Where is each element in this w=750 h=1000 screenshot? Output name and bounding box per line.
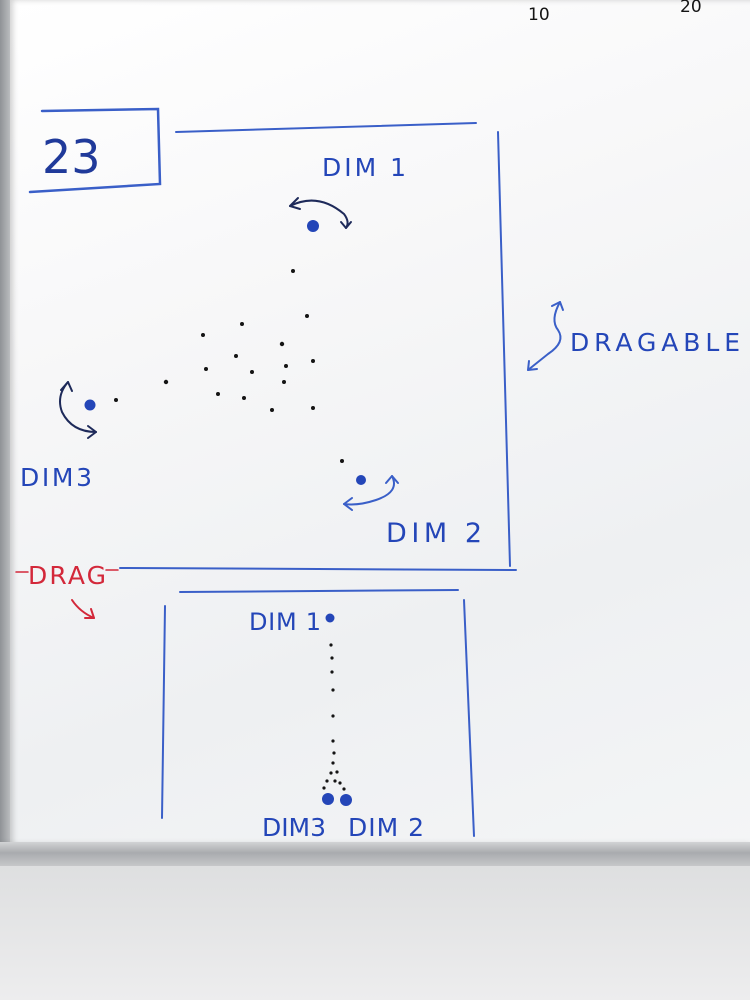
scatter-dot — [279, 341, 285, 347]
lower-plot-frame — [161, 589, 475, 837]
upper-dim1-label: DIM 1 — [322, 153, 406, 182]
dim3-rotate-arrow-icon — [59, 381, 97, 439]
scatter-dot — [240, 322, 244, 326]
projected-dot — [342, 787, 346, 791]
drag-label: DRAG — [28, 561, 106, 590]
lower-dim3-point[interactable] — [322, 793, 334, 805]
scatter-dot — [114, 398, 118, 402]
projected-dot — [331, 739, 335, 743]
projected-dot — [330, 670, 334, 674]
scatter-dot — [282, 380, 286, 384]
upper-dim2-label: DIM 2 — [386, 518, 482, 549]
scatter-dot — [216, 392, 220, 396]
projected-dot — [333, 779, 337, 783]
scatter-dot — [311, 406, 315, 410]
slide-number-box: 23 — [28, 107, 162, 194]
upper-plot-frame — [119, 122, 517, 571]
projected-dot — [332, 751, 336, 755]
scatter-dot — [311, 359, 315, 363]
scatter-dot — [305, 314, 309, 318]
projected-dot — [322, 786, 326, 790]
whiteboard — [10, 0, 750, 850]
scatter-dot — [291, 269, 295, 273]
scatter-dot — [340, 459, 344, 463]
wall-below-board — [0, 866, 750, 1000]
projected-dot — [329, 771, 333, 775]
projected-dot — [335, 770, 339, 774]
upper-dim3-label: DIM3 — [20, 463, 92, 492]
lower-dim1-label: DIM 1 — [249, 608, 321, 636]
projected-dot — [331, 688, 335, 692]
projected-dot — [329, 643, 333, 647]
dim2-rotate-arrow-icon — [343, 475, 399, 511]
corner-number-right: 20 — [680, 0, 702, 17]
lower-dim2-point[interactable] — [340, 794, 352, 806]
projected-dot — [338, 781, 342, 785]
scatter-dot — [284, 364, 288, 368]
scatter-dot — [250, 370, 254, 374]
scatter-dot — [234, 354, 238, 358]
slide-number: 23 — [42, 130, 101, 184]
scatter-dot — [204, 367, 208, 371]
lower-dim2-label: DIM 2 — [348, 813, 424, 842]
drag-note: DRAG — [15, 561, 119, 619]
scatter-dot — [163, 379, 169, 385]
projected-dot — [325, 779, 329, 783]
whiteboard-tray — [0, 842, 750, 866]
dragable-label: DRAGABLE — [570, 328, 740, 357]
scatter-dot — [201, 333, 205, 337]
upper-dim1-point[interactable] — [307, 220, 319, 232]
projected-dot — [330, 656, 334, 660]
upper-scatter-points — [114, 269, 344, 463]
lower-dim1-point[interactable] — [325, 613, 335, 623]
lower-projected-points — [322, 643, 346, 791]
upper-dim2-point[interactable] — [356, 475, 366, 485]
lower-dim3-label: DIM3 — [262, 813, 326, 842]
corner-number-left: 10 — [528, 5, 550, 25]
projected-dot — [331, 761, 335, 765]
scatter-dot — [242, 396, 246, 400]
dragable-note: DRAGABLE — [527, 301, 740, 371]
dim1-rotate-arrow-icon — [289, 197, 352, 229]
scatter-dot — [270, 408, 274, 412]
projected-dot — [331, 714, 335, 718]
upper-dim3-point[interactable] — [84, 399, 96, 411]
